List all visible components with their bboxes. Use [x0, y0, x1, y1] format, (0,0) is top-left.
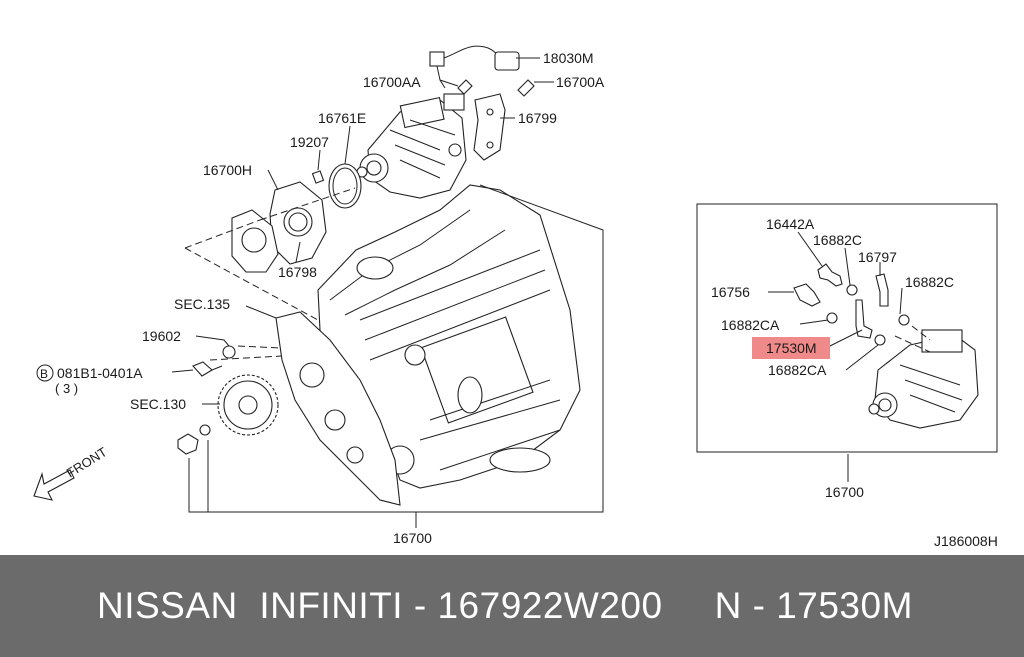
label-16442A: 16442A: [766, 216, 815, 232]
footer-text-wrap: NISSAN INFINITI - 167922W200 N - 17530M: [97, 585, 913, 627]
label-16756: 16756: [711, 284, 750, 300]
bracket-16799: [473, 93, 506, 161]
bolt-16756: [793, 283, 821, 307]
fuel-injection-pump-top: [356, 93, 467, 199]
label-sec135: SEC.135: [174, 296, 230, 312]
footer-part-number: NISSAN INFINITI - 167922W200: [97, 585, 663, 626]
label-16700-inset: 16700: [825, 484, 864, 500]
timing-cover-sec135: [275, 311, 401, 506]
bolt-16700AA: [457, 79, 473, 95]
washer-19602: [222, 345, 236, 359]
label-16797: 16797: [858, 249, 897, 265]
pipe-17530M: [855, 299, 873, 339]
footer-banner: NISSAN INFINITI - 167922W200 N - 17530M: [0, 555, 1024, 657]
diagram-code: J186008H: [934, 533, 998, 549]
bolt-081B1: [192, 361, 213, 377]
label-16799: 16799: [518, 110, 557, 126]
label-17530M: 17530M: [766, 340, 817, 356]
label-sec130: SEC.130: [130, 396, 186, 412]
gear-sec130: [217, 374, 279, 436]
sensor-harness-18030M: [429, 45, 520, 89]
label-16882CA-2: 16882CA: [768, 362, 827, 378]
pipe-16797: [875, 273, 889, 307]
engine-block: [317, 184, 581, 489]
label-16700H: 16700H: [203, 162, 252, 178]
b-circle-icon: [36, 364, 54, 382]
nut: [177, 433, 199, 455]
washer-16882C-1: [846, 284, 858, 296]
o-ring-16761E: [328, 163, 362, 209]
washer-16882CA-1: [826, 312, 838, 324]
label-18030M: 18030M: [543, 50, 594, 66]
label-16882CA-1: 16882CA: [721, 317, 780, 333]
label-16700-main: 16700: [393, 530, 432, 546]
washer-16882CA-2: [874, 334, 886, 346]
washer-16882C-2: [898, 314, 910, 326]
label-16700AA: 16700AA: [363, 74, 421, 90]
front-arrow-icon: [33, 469, 75, 501]
bolt-16700A: [517, 79, 535, 97]
highlight-17530M: [752, 337, 830, 359]
label-16882C-1: 16882C: [813, 232, 862, 248]
bolt-16442A: [817, 263, 843, 287]
inset-pump: [868, 329, 979, 429]
inset-frame: [696, 203, 998, 453]
label-front: FRONT: [64, 444, 110, 480]
key-19207: [311, 170, 325, 184]
footer-ref-number: N - 17530M: [714, 585, 913, 626]
parts-diagram: 18030M 16700AA 16700A 16799 16761E 19207…: [33, 45, 998, 549]
label-16761E: 16761E: [318, 110, 366, 126]
washer: [199, 424, 211, 436]
label-16798: 16798: [278, 264, 317, 280]
label-16700A: 16700A: [556, 74, 605, 90]
label-19207: 19207: [290, 134, 329, 150]
label-081B1: 081B1-0401A: [57, 365, 143, 381]
label-19602: 19602: [142, 328, 181, 344]
label-16882C-2: 16882C: [905, 274, 954, 290]
label-bolt-prefix: B: [40, 367, 48, 381]
label-bolt-qty: ( 3 ): [55, 381, 78, 396]
